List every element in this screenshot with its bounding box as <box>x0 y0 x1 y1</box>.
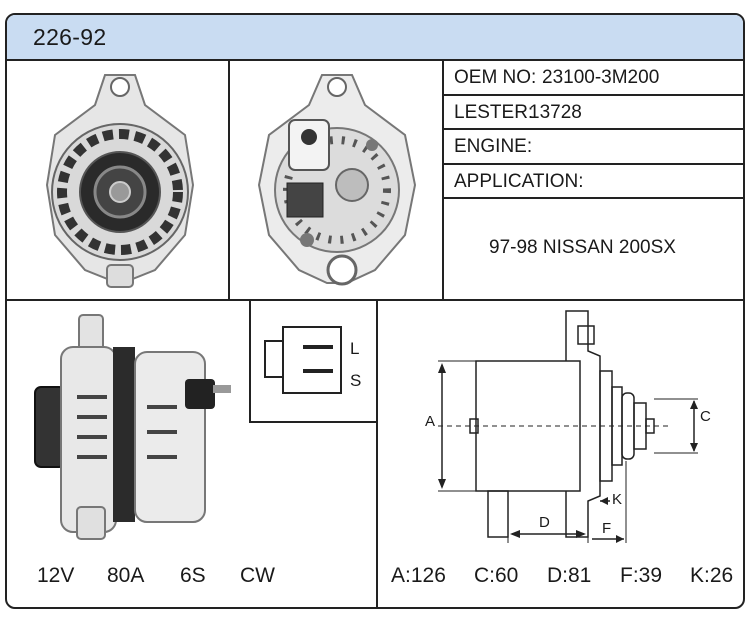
rotation-spec: CW <box>240 564 275 587</box>
dim-value-f: F:39 <box>620 564 663 587</box>
alternator-front-view <box>45 74 195 288</box>
dim-value-a: A:126 <box>391 564 446 587</box>
header-bar: 226-92 <box>7 15 743 61</box>
engine-label: ENGINE: <box>454 136 533 157</box>
dim-value-d: D:81 <box>547 564 592 587</box>
dim-label-f: F <box>602 520 612 537</box>
middle-divider <box>7 299 743 301</box>
connector-box-bottom <box>249 421 378 423</box>
info-row-line-1 <box>442 94 743 96</box>
info-row-line-3 <box>442 163 743 165</box>
dim-value-c: C:60 <box>474 564 519 587</box>
application-label: APPLICATION: <box>454 171 584 192</box>
dim-label-c: C <box>700 408 711 425</box>
application-value: 97-98 NISSAN 200SX <box>489 237 676 258</box>
info-row-line-2 <box>442 128 743 130</box>
oem-label: OEM NO: <box>454 67 537 88</box>
lester-value: 13728 <box>529 102 582 123</box>
upper-divider-1 <box>228 59 230 299</box>
amperage-spec: 80A <box>107 564 145 587</box>
dim-value-k: K:26 <box>690 564 734 587</box>
oem-value: 23100-3M200 <box>542 67 660 88</box>
connector-pin-l: L <box>350 339 360 358</box>
dim-label-d: D <box>539 514 550 531</box>
dim-label-k: K <box>612 491 623 508</box>
dim-label-a: A <box>425 413 436 430</box>
lester-label: LESTER: <box>454 102 534 123</box>
pulley-spec: 6S <box>180 564 206 587</box>
connector-diagram <box>264 326 342 394</box>
spec-sheet: 226-92 OEM NO: 23100-3M200 LESTER: 13728… <box>5 13 745 609</box>
upper-divider-2 <box>442 59 444 299</box>
alternator-rear-view <box>257 74 417 286</box>
connector-box-left <box>249 299 251 423</box>
lower-divider-1 <box>376 299 378 607</box>
part-number-title: 226-92 <box>33 24 107 50</box>
voltage-spec: 12V <box>37 564 75 587</box>
info-row-line-4 <box>442 197 743 199</box>
dimension-drawing <box>438 310 698 543</box>
connector-pin-s: S <box>350 371 362 390</box>
alternator-side-view <box>34 314 231 540</box>
